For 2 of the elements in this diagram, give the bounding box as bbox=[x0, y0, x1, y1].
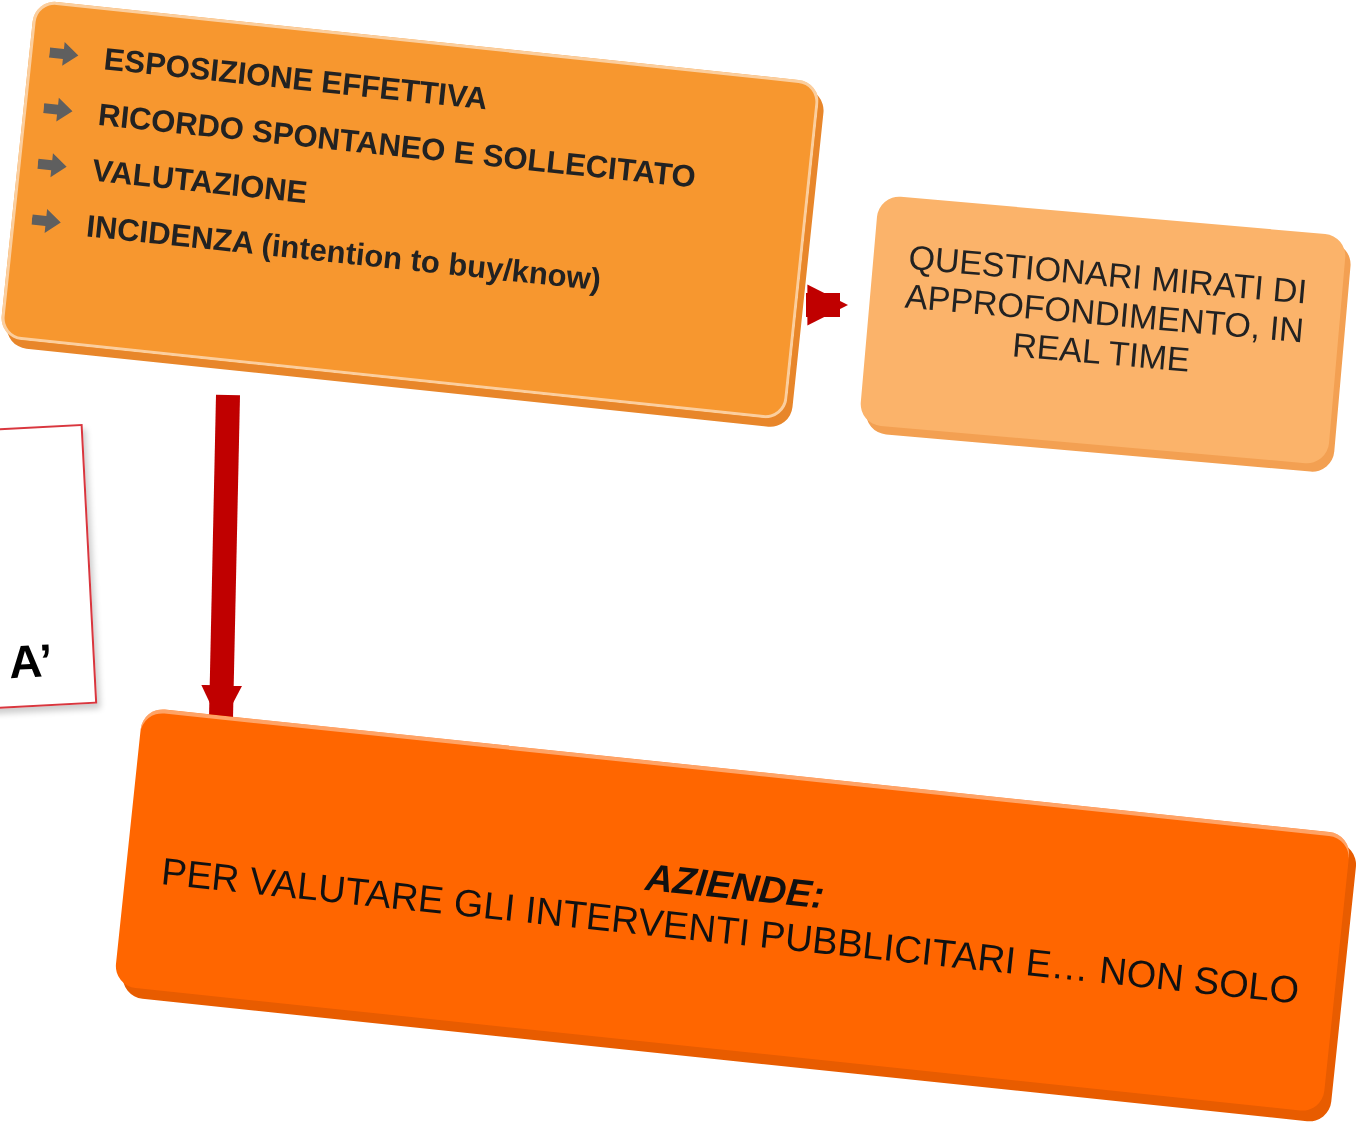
card-text: A’ bbox=[7, 632, 54, 690]
arrow bbox=[806, 284, 849, 326]
